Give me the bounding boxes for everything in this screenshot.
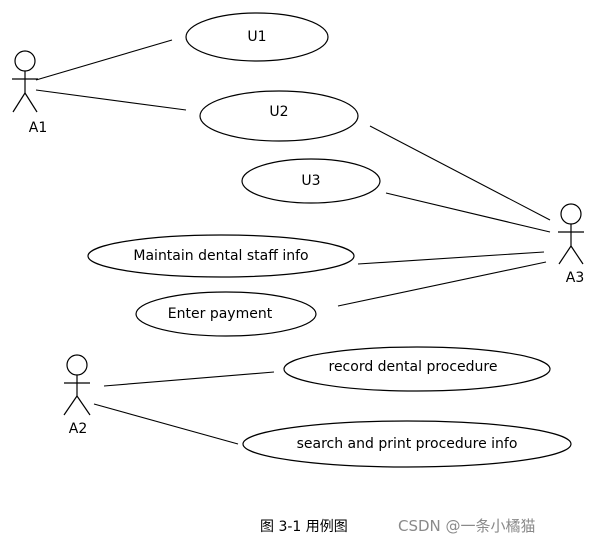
use-case-enter-payment: Enter payment	[135, 291, 317, 337]
associations	[35, 39, 551, 445]
assoc-a3-u2	[369, 125, 551, 221]
use-case-maintain-dental-staff-info: Maintain dental staff info	[87, 234, 355, 278]
use-case-payment-label: Enter payment	[168, 306, 273, 322]
actor-a1-label: A1	[29, 120, 47, 136]
actor-a2: A2	[63, 354, 91, 437]
figure-caption: 图 3-1 用例图	[260, 519, 348, 535]
assoc-a3-u3	[385, 192, 551, 233]
actor-a1-head	[14, 50, 36, 72]
actor-a3: A3	[558, 203, 584, 286]
use-case-u1-label: U1	[247, 29, 266, 45]
actor-a1: A1	[12, 50, 47, 136]
use-case-u3: U3	[241, 158, 381, 204]
assoc-a3-maintain	[357, 251, 545, 265]
actor-a3-head	[560, 203, 582, 225]
use-case-record-label: record dental procedure	[329, 359, 498, 375]
use-case-u1: U1	[185, 12, 329, 62]
assoc-a3-payment	[337, 261, 547, 307]
actor-a3-label: A3	[566, 270, 584, 286]
use-case-search-label: search and print procedure info	[297, 436, 518, 452]
use-case-record-dental-procedure: record dental procedure	[283, 346, 551, 392]
use-case-u2-label: U2	[269, 104, 288, 120]
use-case-u3-label: U3	[301, 173, 320, 189]
assoc-a2-record	[103, 371, 275, 387]
actor-a2-label: A2	[69, 421, 87, 437]
use-case-u2: U2	[199, 90, 359, 142]
use-case-search-and-print-procedure-info: search and print procedure info	[242, 420, 572, 468]
assoc-a1-u2	[35, 89, 187, 111]
actor-a2-head	[66, 354, 88, 376]
csdn-watermark: CSDN @一条小橘猫	[398, 517, 536, 535]
assoc-a2-search	[93, 403, 239, 445]
use-case-maintain-label: Maintain dental staff info	[133, 248, 308, 264]
assoc-a1-u1	[35, 39, 173, 81]
